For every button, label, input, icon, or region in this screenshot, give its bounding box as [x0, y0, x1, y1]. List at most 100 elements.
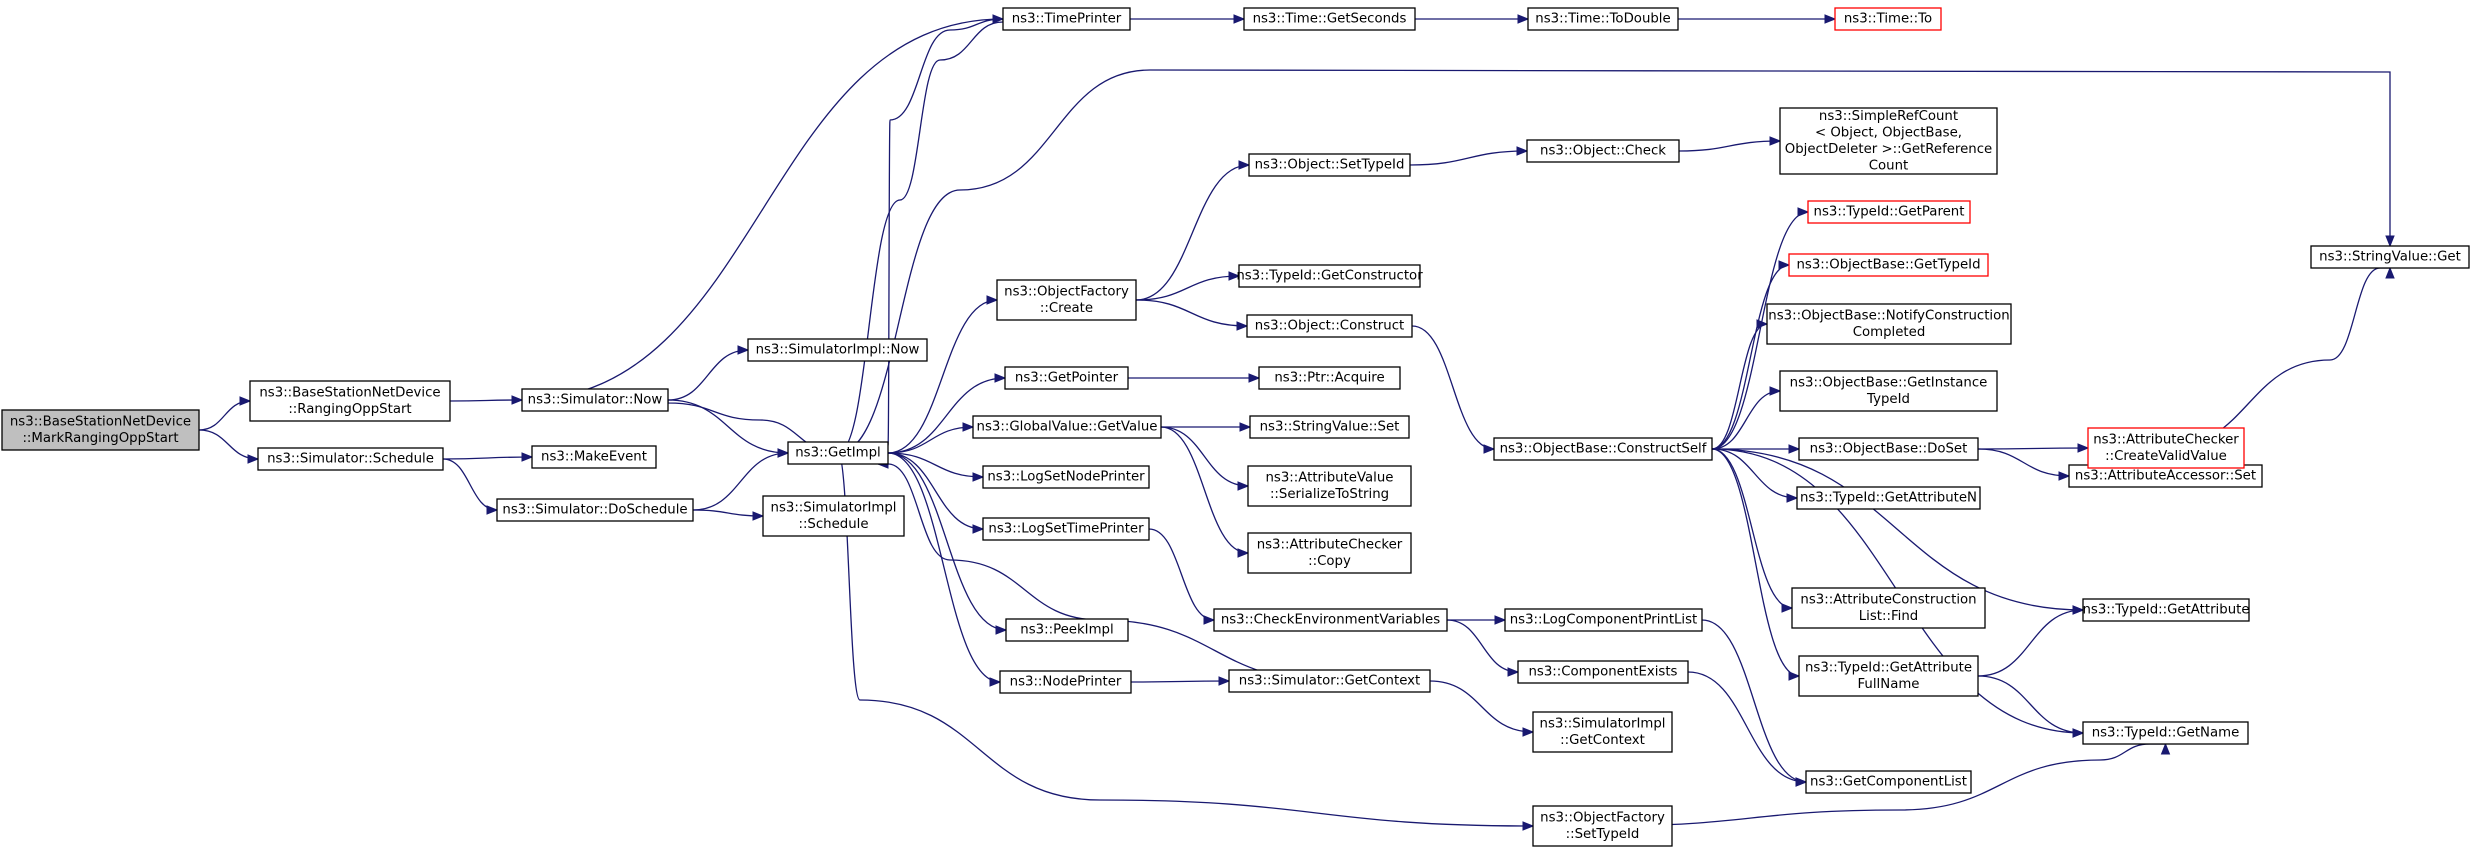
node-label-line: ::Create	[1040, 301, 1093, 316]
edge-sim_doschedule-to-get_impl-arrowhead	[777, 448, 790, 458]
node-box	[531, 445, 657, 469]
edge-objbase_constructself-to-objbase_gettypeid	[1711, 264, 1790, 450]
edge-check_env_vars-to-component_exists-arrowhead	[1507, 667, 1520, 677]
node-label-line: ns3::LogComponentPrintList	[1510, 613, 1698, 628]
node-objfactory_create[interactable]: ns3::ObjectFactory::Create	[996, 279, 1137, 321]
edge-typeid_getattrfullname-to-typeid_getname-arrowhead	[2072, 728, 2085, 738]
node-sim_doschedule[interactable]: ns3::Simulator::DoSchedule	[496, 498, 694, 522]
edge-objbase_constructself-to-attrconstruction_find	[1711, 448, 1793, 609]
node-component_exists[interactable]: ns3::ComponentExists	[1517, 660, 1689, 684]
node-object_settypeid[interactable]: ns3::Object::SetTypeId	[1248, 153, 1411, 177]
node-label-line: ::SerializeToString	[1270, 487, 1389, 502]
node-label-line: ::GetContext	[1560, 733, 1645, 748]
node-box	[999, 670, 1132, 694]
node-objbase_notify[interactable]: ns3::ObjectBase::NotifyConstructionCompl…	[1766, 303, 2012, 345]
node-typeid_getparent[interactable]: ns3::TypeId::GetParent	[1807, 200, 1971, 224]
edge-objfactory_create-to-object_construct	[1135, 299, 1248, 327]
node-objbase_constructself[interactable]: ns3::ObjectBase::ConstructSelf	[1493, 437, 1713, 461]
node-box	[1246, 314, 1413, 338]
node-box	[982, 465, 1150, 489]
edge-sim_schedule-to-make_event	[442, 456, 533, 460]
node-get_impl[interactable]: ns3::GetImpl	[787, 441, 889, 465]
node-box	[2082, 721, 2249, 745]
node-check_env_vars[interactable]: ns3::CheckEnvironmentVariables	[1213, 608, 1448, 632]
edge-objbase_constructself-to-typeid_getattributen-arrowhead	[1786, 493, 1799, 503]
edge-log_component_printlist-to-get_component_list	[1701, 619, 1807, 783]
node-box	[1504, 608, 1703, 632]
node-stringvalue_set[interactable]: ns3::StringValue::Set	[1249, 415, 1410, 439]
node-typeid_getattributen[interactable]: ns3::TypeId::GetAttributeN	[1796, 486, 1981, 510]
node-simplerefcount[interactable]: ns3::SimpleRefCount< Object, ObjectBase,…	[1779, 107, 1998, 175]
edge-objfactory_settypeid-to-typeid_getname-arrowhead	[2160, 742, 2171, 755]
node-time_printer[interactable]: ns3::TimePrinter	[1002, 7, 1131, 31]
edge-objfactory_create-to-typeid_getconstructor-arrowhead	[1228, 271, 1241, 281]
node-attrvalue_serialize[interactable]: ns3::AttributeValue::SerializeToString	[1247, 465, 1412, 507]
node-log_set_node_printer[interactable]: ns3::LogSetNodePrinter	[982, 465, 1150, 489]
node-label-line: ns3::LogSetNodePrinter	[987, 470, 1145, 485]
node-label-line: ns3::ObjectBase::GetInstance	[1790, 375, 1988, 390]
edge-objfactory_create-to-typeid_getconstructor	[1135, 275, 1240, 301]
edge-sim_now-to-simimpl_now	[667, 349, 749, 401]
node-time_getseconds[interactable]: ns3::Time::GetSeconds	[1243, 7, 1416, 31]
node-peek_impl[interactable]: ns3::PeekImpl	[1005, 618, 1129, 642]
node-box	[1493, 437, 1713, 461]
node-node_printer[interactable]: ns3::NodePrinter	[999, 670, 1132, 694]
edge-objbase_constructself-to-objbase_notify	[1711, 323, 1768, 450]
node-label-line: ns3::Time::ToDouble	[1535, 12, 1670, 27]
node-bsnd_ranging[interactable]: ns3::BaseStationNetDevice::RangingOppSta…	[249, 380, 451, 422]
edge-root-to-bsnd_ranging	[198, 400, 251, 431]
node-object_check[interactable]: ns3::Object::Check	[1526, 139, 1680, 163]
edge-get_impl-to-globalvalue_getvalue	[887, 426, 974, 454]
node-label-line: ns3::Object::SetTypeId	[1255, 158, 1405, 173]
node-ptr_acquire[interactable]: ns3::Ptr::Acquire	[1258, 366, 1401, 390]
edge-time_getseconds-to-time_todouble-arrowhead	[1517, 14, 1530, 24]
node-objfactory_settypeid[interactable]: ns3::ObjectFactory::SetTypeId	[1532, 805, 1673, 847]
edge-sim_schedule-to-sim_doschedule-arrowhead	[486, 505, 499, 515]
node-get_pointer[interactable]: ns3::GetPointer	[1004, 366, 1129, 390]
edge-node_printer-to-sim_getcontext-arrowhead	[1218, 676, 1231, 686]
edge-component_exists-to-get_component_list	[1687, 671, 1807, 783]
node-simimpl_now[interactable]: ns3::SimulatorImpl::Now	[747, 338, 928, 362]
node-box	[496, 498, 694, 522]
node-attrchecker_copy[interactable]: ns3::AttributeChecker::Copy	[1247, 532, 1412, 574]
node-objbase_doset[interactable]: ns3::ObjectBase::DoSet	[1798, 437, 1979, 461]
node-label-line: ns3::SimulatorImpl	[1540, 716, 1666, 731]
edge-get_impl-to-log_set_node_printer-arrowhead	[972, 472, 985, 482]
node-globalvalue_getvalue[interactable]: ns3::GlobalValue::GetValue	[972, 415, 1162, 439]
node-label-line: ns3::ObjectBase::DoSet	[1810, 442, 1968, 457]
node-sim_now[interactable]: ns3::Simulator::Now	[521, 388, 669, 412]
node-box	[1243, 7, 1416, 31]
node-label-line: ns3::BaseStationNetDevice	[10, 414, 191, 429]
edge-bsnd_ranging-to-sim_now-arrowhead	[511, 395, 524, 405]
node-attrchecker_createvalid[interactable]: ns3::AttributeChecker::CreateValidValue	[2087, 427, 2245, 469]
node-make_event[interactable]: ns3::MakeEvent	[531, 445, 657, 469]
node-typeid_getname[interactable]: ns3::TypeId::GetName	[2082, 721, 2249, 745]
node-typeid_getattribute[interactable]: ns3::TypeId::GetAttribute	[2082, 598, 2250, 622]
node-simimpl_getcontext[interactable]: ns3::SimulatorImpl::GetContext	[1532, 711, 1673, 753]
node-log_component_printlist[interactable]: ns3::LogComponentPrintList	[1504, 608, 1703, 632]
edge-objbase_doset-to-attrchecker_createvalid-arrowhead	[2077, 443, 2090, 453]
node-time_to[interactable]: ns3::Time::To	[1834, 7, 1942, 31]
node-box	[1779, 107, 1998, 175]
node-simimpl_schedule[interactable]: ns3::SimulatorImpl::Schedule	[762, 495, 905, 537]
node-box	[249, 380, 451, 422]
node-object_construct[interactable]: ns3::Object::Construct	[1246, 314, 1413, 338]
node-label-line: ns3::SimulatorImpl	[771, 500, 897, 515]
node-box	[1798, 655, 1979, 697]
node-objbase_gettypeid[interactable]: ns3::ObjectBase::GetTypeId	[1788, 253, 1989, 277]
edge-sim_schedule-to-make_event-arrowhead	[521, 452, 534, 462]
node-attraccessor_set[interactable]: ns3::AttributeAccessor::Set	[2068, 464, 2263, 488]
node-time_todouble[interactable]: ns3::Time::ToDouble	[1527, 7, 1679, 31]
node-sim_getcontext[interactable]: ns3::Simulator::GetContext	[1228, 669, 1431, 693]
edge-time_todouble-to-time_to-arrowhead	[1824, 14, 1837, 24]
node-get_component_list[interactable]: ns3::GetComponentList	[1805, 770, 1972, 794]
edge-root-to-sim_schedule	[198, 429, 259, 460]
node-sim_schedule[interactable]: ns3::Simulator::Schedule	[257, 447, 444, 471]
node-typeid_getconstructor[interactable]: ns3::TypeId::GetConstructor	[1236, 264, 1423, 288]
node-stringvalue_get[interactable]: ns3::StringValue::Get	[2310, 245, 2470, 269]
node-log_set_time_printer[interactable]: ns3::LogSetTimePrinter	[982, 517, 1150, 541]
node-label-line: ns3::TypeId::GetName	[2092, 726, 2240, 741]
